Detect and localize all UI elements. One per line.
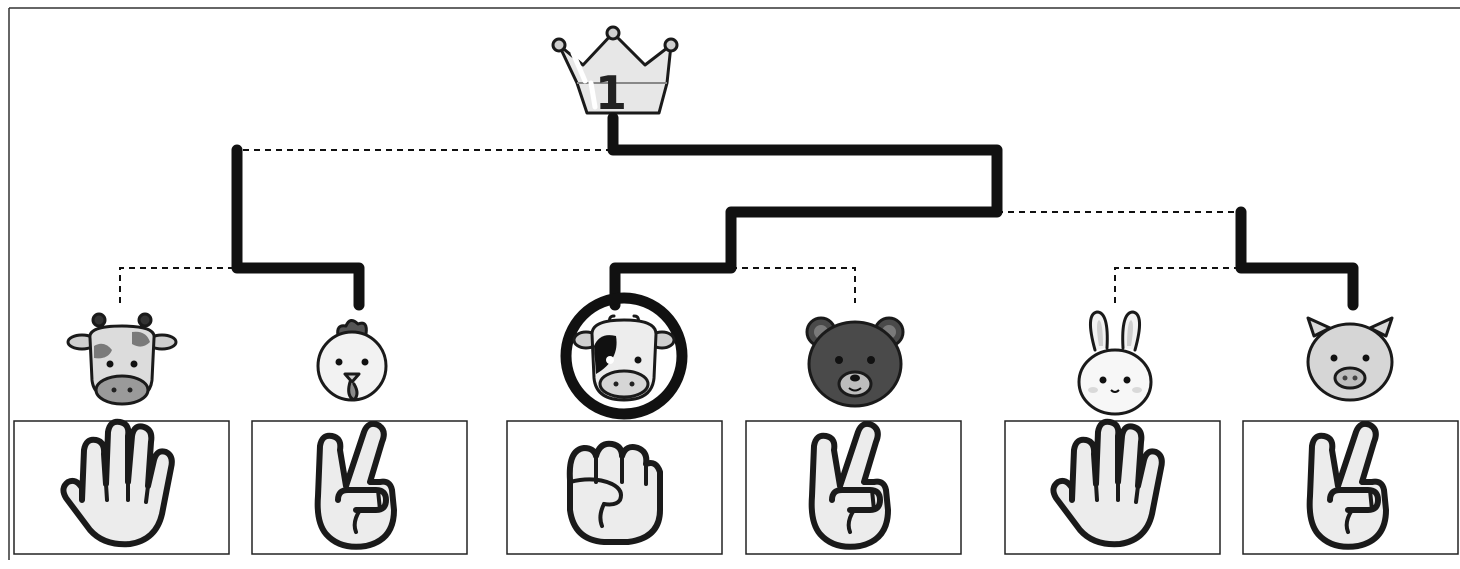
rabbit-icon — [1077, 310, 1153, 416]
pig-icon — [1306, 316, 1394, 402]
hand-box-pig — [1242, 420, 1459, 555]
chicken-icon — [316, 319, 388, 402]
winner-path-pig — [1235, 206, 1359, 311]
dashed-line-giraffe — [119, 267, 237, 303]
hand-box-bear — [745, 420, 962, 555]
hand-box-cow — [506, 420, 723, 555]
hand-box-chicken — [251, 420, 468, 555]
crown-rank-label: 1 — [595, 66, 627, 120]
winner-path-cow — [607, 112, 1003, 311]
bracket-losing-paths — [119, 149, 1241, 303]
winner-highlight-ring — [560, 292, 688, 420]
rock-hand-icon — [570, 444, 660, 542]
hand-box-rabbit — [1004, 421, 1221, 555]
crown-icon: 1 — [551, 25, 679, 120]
cow-icon — [560, 292, 688, 420]
dashed-line-rabbit — [1114, 267, 1241, 303]
dashed-line-bear — [731, 267, 856, 303]
winner-path-chicken — [231, 144, 365, 311]
hand-box-giraffe — [13, 421, 230, 555]
bracket-winning-paths — [231, 112, 1359, 311]
bear-icon — [805, 316, 905, 408]
giraffe-icon — [66, 312, 178, 406]
